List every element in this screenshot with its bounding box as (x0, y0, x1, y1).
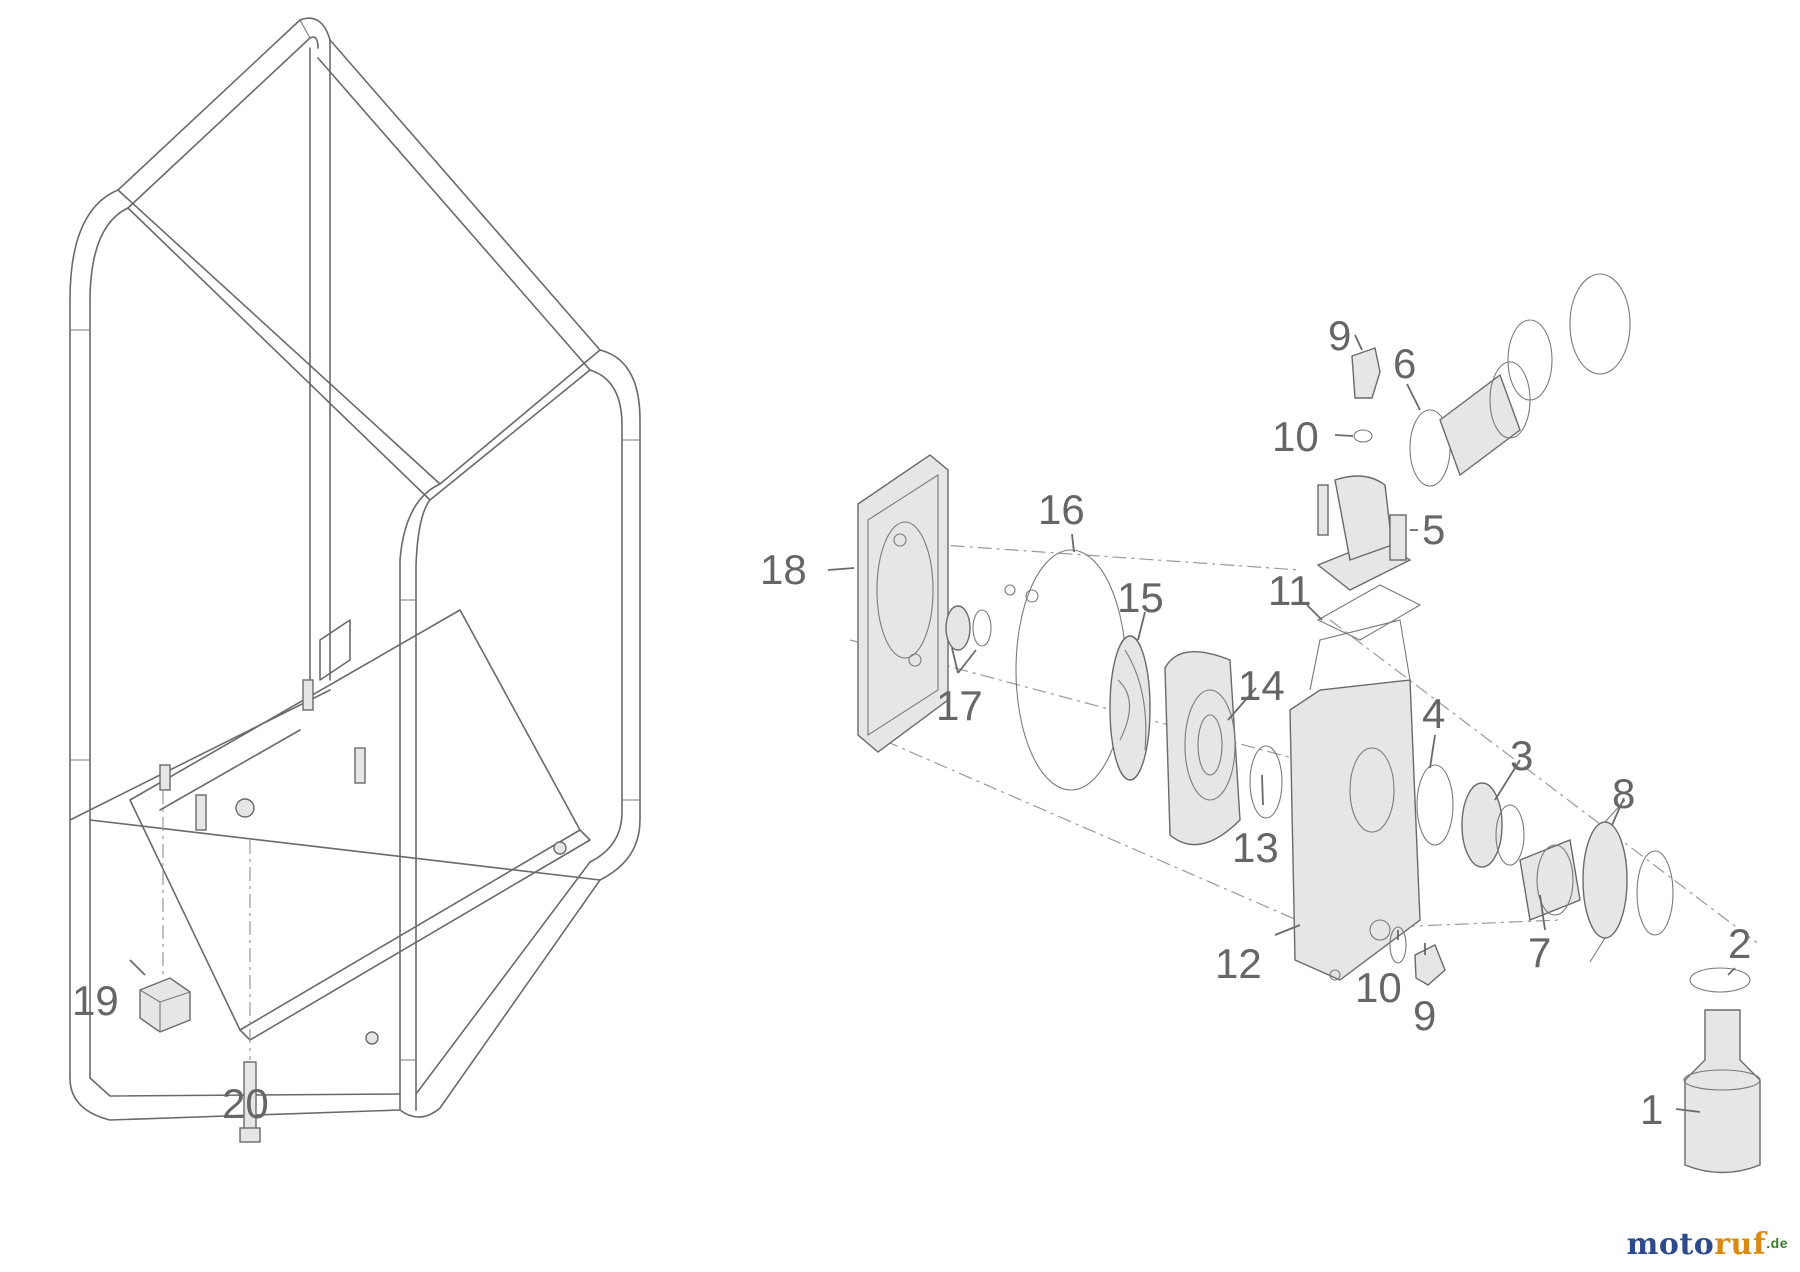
part-number-15: 15 (1117, 574, 1164, 621)
part-number-10-upper: 10 (1272, 413, 1319, 460)
part-number-7: 7 (1528, 929, 1551, 976)
part-number-20: 20 (222, 1080, 269, 1127)
part-number-6: 6 (1393, 340, 1416, 387)
motoruf-logo: motoruf.de (1627, 1227, 1788, 1262)
logo-part-moto: moto (1626, 1227, 1715, 1262)
part-number-9-lower: 9 (1413, 992, 1436, 1039)
pump-frame (69, 17, 641, 1143)
part-number-5: 5 (1422, 506, 1445, 553)
leader-lines (129, 334, 1736, 1113)
pump-assembly (849, 273, 1761, 1174)
part-number-9-upper: 9 (1328, 312, 1351, 359)
logo-part-de: .de (1766, 1235, 1788, 1251)
part-number-13: 13 (1232, 824, 1279, 871)
part-number-11: 11 (1268, 567, 1312, 614)
part-number-14: 14 (1238, 662, 1285, 709)
part-number-4: 4 (1422, 690, 1445, 737)
part-number-3: 3 (1510, 732, 1533, 779)
part-number-12: 12 (1215, 940, 1262, 987)
part-number-18: 18 (760, 546, 807, 593)
part-number-19: 19 (72, 977, 119, 1024)
part-number-1: 1 (1640, 1086, 1663, 1133)
part-number-2: 2 (1728, 920, 1751, 967)
part-labels: 1 2 3 4 5 6 7 8 9 9 10 10 11 12 13 14 15… (72, 312, 1751, 1133)
logo-part-ruf: ruf (1714, 1227, 1767, 1262)
part-number-8: 8 (1612, 770, 1635, 817)
part-number-10-lower: 10 (1355, 964, 1402, 1011)
part-number-16: 16 (1038, 486, 1085, 533)
part-number-17: 17 (936, 682, 983, 729)
